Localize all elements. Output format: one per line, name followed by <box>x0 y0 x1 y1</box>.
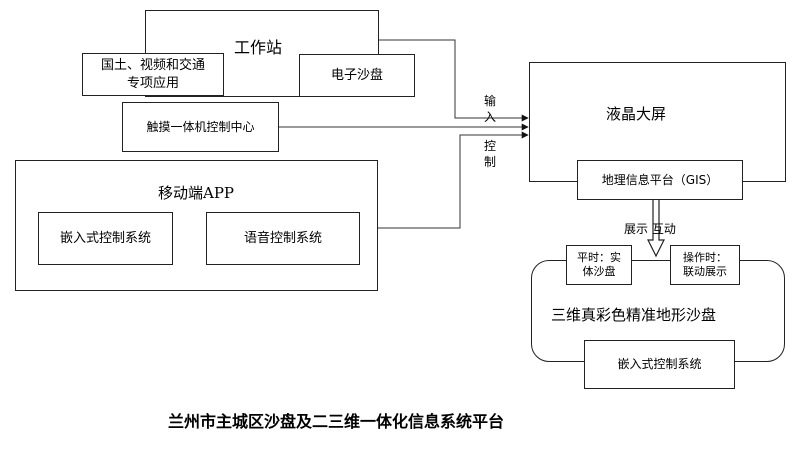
land-app-line-2: 专项应用 <box>126 75 179 91</box>
display-interact-label: 展示 互动 <box>624 222 676 236</box>
voice-control-box: 语音控制系统 <box>206 212 360 265</box>
land-app-line-1: 国土、视频和交通 <box>100 57 205 73</box>
normal-mode-box: 平时：实 体沙盘 <box>566 245 632 285</box>
land-video-transport-app-box: 国土、视频和交通 专项应用 <box>82 53 224 96</box>
sandbox-3d-title: 三维真彩色精准地形沙盘 <box>551 306 717 324</box>
mobile-to-screen-line <box>378 131 529 229</box>
input-label-char-1: 输 <box>484 94 497 108</box>
mobile-app-title: 移动端APP <box>158 184 235 202</box>
control-label-char-1: 控 <box>484 139 497 153</box>
control-label-char-2: 制 <box>484 155 497 169</box>
operation-mode-box: 操作时： 联动展示 <box>670 245 740 285</box>
diagram-caption: 兰州市主城区沙盘及二三维一体化信息系统平台 <box>168 412 505 431</box>
input-label-char-2: 入 <box>484 110 497 124</box>
operation-mode-line-2: 联动展示 <box>683 265 727 278</box>
display-interact-arrow <box>647 200 665 258</box>
lcd-big-screen-title: 液晶大屏 <box>606 105 667 123</box>
workstation-title: 工作站 <box>234 38 283 57</box>
mobile-embedded-control-box: 嵌入式控制系统 <box>38 212 173 265</box>
sandbox-embedded-control-box: 嵌入式控制系统 <box>584 340 735 389</box>
touch-control-center-box: 触摸一体机控制中心 <box>122 102 279 152</box>
workstation-to-screen-line <box>378 39 529 122</box>
gis-platform-box: 地理信息平台（GIS） <box>577 160 743 200</box>
electronic-sandbox-box: 电子沙盘 <box>299 54 415 97</box>
operation-mode-line-1: 操作时： <box>683 250 727 264</box>
normal-mode-line-1: 平时：实 <box>577 250 621 264</box>
normal-mode-line-2: 体沙盘 <box>582 265 616 278</box>
